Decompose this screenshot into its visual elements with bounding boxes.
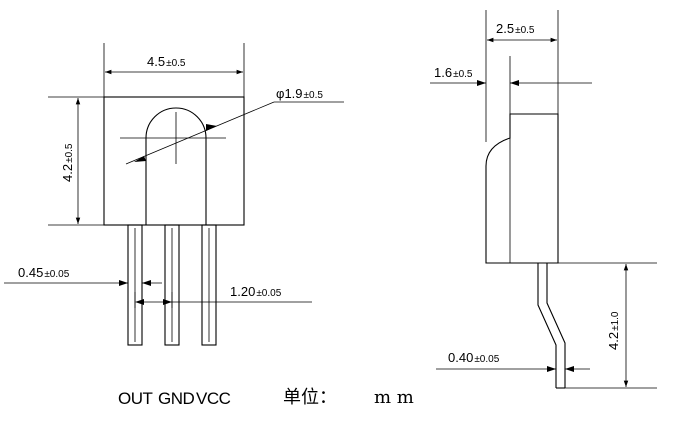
- pin-label-vcc: VCC: [196, 389, 231, 408]
- dim-side-lens-depth-label: 1.6±0.5: [434, 65, 473, 80]
- dim-height: 4.2±0.5: [48, 96, 104, 226]
- dim-lead-thickness-label: 0.40±0.05: [448, 350, 500, 365]
- side-view: 2.5±0.5 1.6±0.5 0.40±0.05 4.2±1.0: [430, 10, 657, 389]
- dim-pin-pitch: 1.20±0.05: [134, 284, 312, 308]
- pin-gnd: [164, 224, 180, 346]
- dim-side-depth-label: 2.5±0.5: [496, 21, 535, 36]
- component-body: [103, 96, 245, 226]
- dim-side-depth: 2.5±0.5: [485, 10, 559, 142]
- dim-width-label: 4.5±0.5: [147, 54, 186, 69]
- pins: [127, 224, 217, 346]
- unit-label: 单位：: [283, 387, 337, 408]
- pin-out: [127, 224, 143, 346]
- pin-label-gnd: GND: [158, 389, 195, 408]
- dim-pin-width: 0.45±0.05: [4, 265, 162, 286]
- lens-dome: [145, 107, 207, 225]
- dim-side-lens-depth: 1.6±0.5: [430, 56, 592, 114]
- dim-lens-diameter: φ1.9±0.5: [125, 86, 344, 165]
- dim-lens-label: φ1.9±0.5: [276, 86, 323, 101]
- pin-vcc: [201, 224, 217, 346]
- dim-width: 4.5±0.5: [103, 43, 245, 97]
- dim-lead-length-label: 4.2±1.0: [606, 311, 621, 350]
- dim-pin-pitch-label: 1.20±0.05: [230, 284, 282, 299]
- dim-lead-thickness: 0.40±0.05: [436, 350, 590, 372]
- dim-pin-width-label: 0.45±0.05: [18, 265, 70, 280]
- side-lead: [537, 263, 557, 388]
- dim-lead-length: 4.2±1.0: [558, 262, 657, 389]
- dim-height-label: 4.2±0.5: [60, 143, 75, 182]
- pin-label-out: OUT: [118, 389, 153, 408]
- unit-value: m m: [374, 387, 414, 408]
- side-body: [485, 113, 559, 264]
- front-view: 4.5±0.5 4.2±0.5 φ1.9±0.5 0.45±0.05: [4, 43, 414, 408]
